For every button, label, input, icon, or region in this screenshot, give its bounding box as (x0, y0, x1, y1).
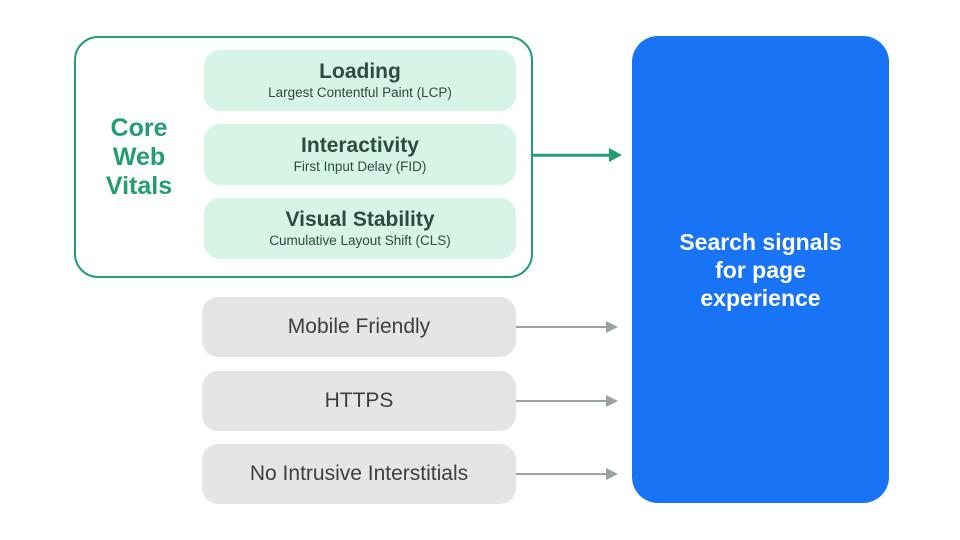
core-web-vitals-group: Core Web Vitals Loading Largest Contentf… (74, 36, 533, 278)
mobile-friendly-to-result-arrow-right-icon (516, 319, 618, 335)
metric-title-interactivity: Interactivity (301, 134, 419, 157)
arrow-line (516, 400, 608, 402)
metric-subtitle-lcp: Largest Contentful Paint (LCP) (268, 85, 452, 100)
metric-title-visual-stability: Visual Stability (285, 208, 435, 231)
metric-card-visual-stability: Visual Stability Cumulative Layout Shift… (204, 198, 516, 259)
search-signals-result-box: Search signals for page experience (632, 36, 889, 503)
interstitials-to-result-arrow-right-icon (516, 466, 618, 482)
arrow-line (516, 326, 608, 328)
signal-label-https: HTTPS (324, 389, 394, 412)
arrow-head (609, 148, 622, 162)
signal-pill-no-intrusive-interstitials: No Intrusive Interstitials (202, 444, 516, 504)
https-to-result-arrow-right-icon (516, 393, 618, 409)
metric-subtitle-cls: Cumulative Layout Shift (CLS) (269, 233, 451, 248)
metric-subtitle-fid: First Input Delay (FID) (293, 159, 427, 174)
search-signals-result-label: Search signals for page experience (679, 228, 842, 311)
signal-label-no-intrusive-interstitials: No Intrusive Interstitials (249, 462, 469, 485)
metric-card-loading: Loading Largest Contentful Paint (LCP) (204, 50, 516, 111)
arrow-line (516, 473, 608, 475)
arrow-head (606, 395, 618, 407)
signal-pill-https: HTTPS (202, 371, 516, 431)
metric-card-interactivity: Interactivity First Input Delay (FID) (204, 124, 516, 185)
arrow-head (606, 321, 618, 333)
arrow-line (533, 153, 612, 157)
core-web-vitals-label: Core Web Vitals (76, 38, 202, 276)
signal-pill-mobile-friendly: Mobile Friendly (202, 297, 516, 357)
arrow-head (606, 468, 618, 480)
core-web-vitals-label-text: Core Web Vitals (105, 113, 173, 200)
signal-label-mobile-friendly: Mobile Friendly (287, 315, 431, 338)
cwv-to-result-arrow-right-icon (533, 147, 622, 163)
metric-title-loading: Loading (319, 60, 401, 83)
